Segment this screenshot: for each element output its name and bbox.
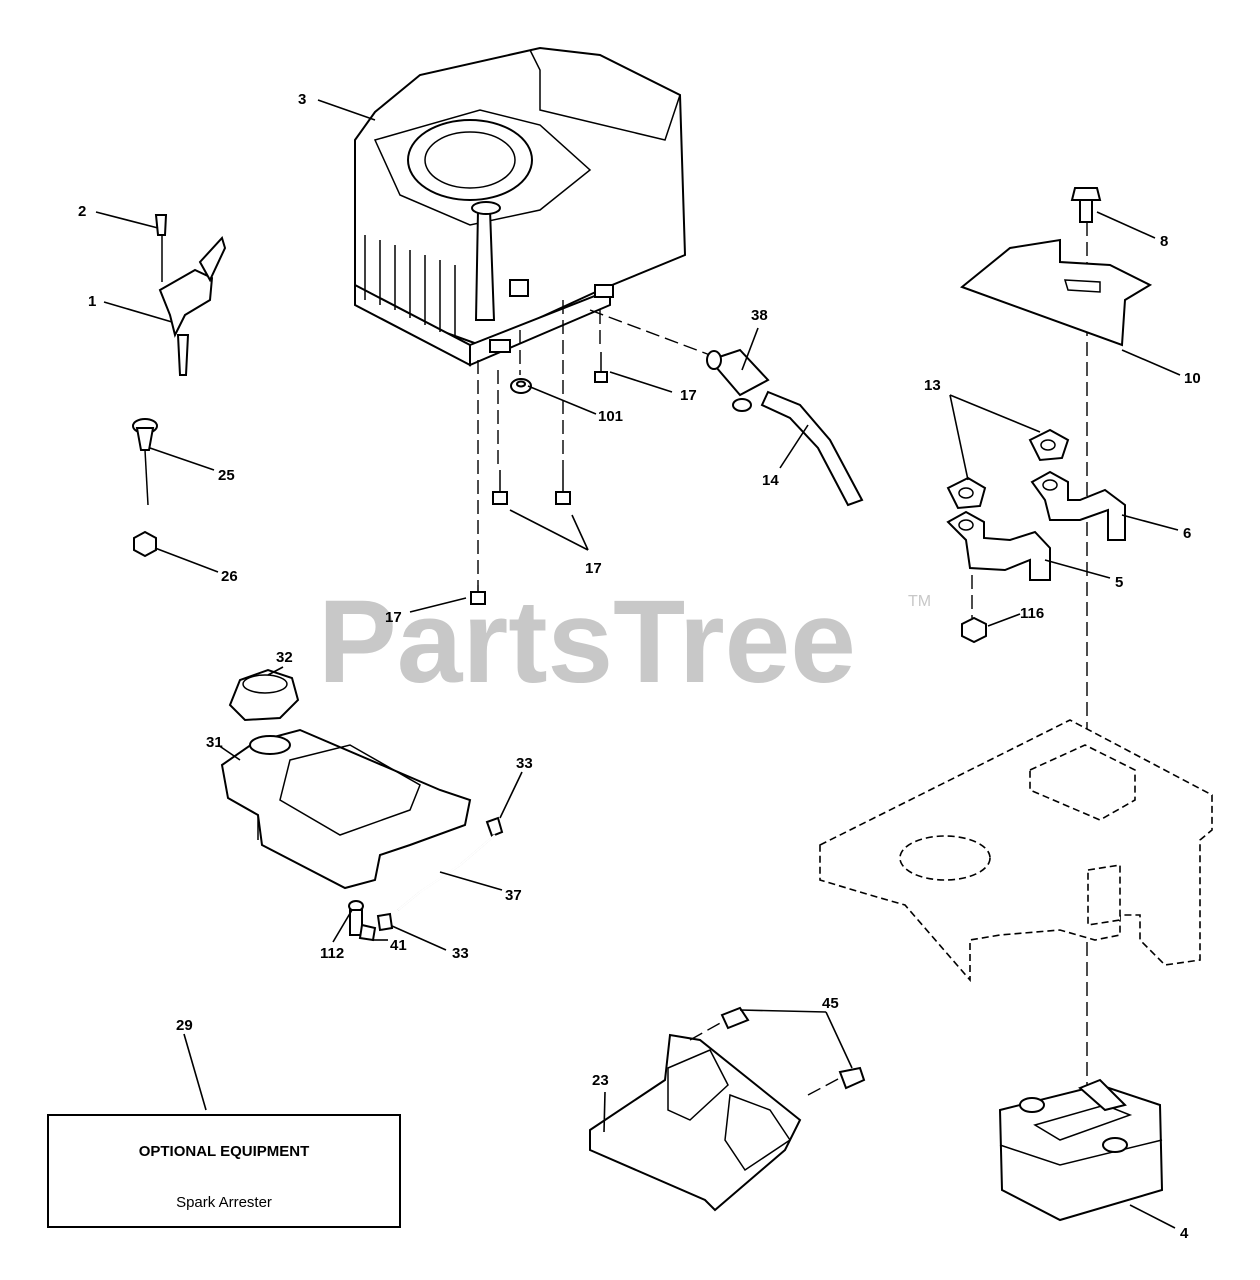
clamp-part-33-lower[interactable]: [376, 912, 394, 932]
watermark-trademark: TM: [908, 593, 931, 610]
gasket-part-13[interactable]: [946, 428, 1070, 510]
callout-6: 6: [1183, 525, 1191, 542]
callout-32: 32: [276, 649, 293, 666]
callout-1: 1: [88, 293, 96, 310]
callout-38: 38: [751, 307, 768, 324]
fuel-tank-part-31[interactable]: [220, 728, 472, 890]
bolt-part-17-middle-left[interactable]: [492, 470, 508, 505]
callout-37: 37: [505, 887, 522, 904]
fitting-part-38[interactable]: [706, 348, 770, 412]
bolt-part-17-middle-right[interactable]: [555, 470, 571, 505]
callout-33-upper: 33: [516, 755, 533, 772]
leader-lines: [95, 99, 1181, 1229]
callout-8: 8: [1160, 233, 1168, 250]
frame-reference: [819, 719, 1213, 983]
bolt-part-8[interactable]: [1070, 187, 1102, 223]
callout-112: 112: [320, 945, 344, 962]
callout-23: 23: [592, 1072, 609, 1089]
callout-13: 13: [924, 377, 941, 394]
optional-equipment-title: OPTIONAL EQUIPMENT: [139, 1143, 310, 1160]
dipstick-part[interactable]: [132, 418, 158, 506]
bolt-part-17-upper[interactable]: [594, 352, 608, 383]
callout-31: 31: [206, 734, 223, 751]
callout-17-upper: 17: [680, 387, 697, 404]
bolt-part-17-lower[interactable]: [470, 585, 486, 605]
callout-10: 10: [1184, 370, 1201, 387]
callout-17-middle: 17: [585, 560, 602, 577]
callout-2: 2: [78, 203, 86, 220]
nut-part-116[interactable]: [961, 616, 987, 644]
callout-41: 41: [390, 937, 407, 954]
exhaust-pipe-part-6[interactable]: [1030, 470, 1126, 541]
heat-shield-part-10[interactable]: [959, 238, 1153, 347]
callout-3: 3: [298, 91, 306, 108]
washer-part-101[interactable]: [510, 378, 532, 394]
bracket-part-23[interactable]: [589, 1033, 802, 1212]
callout-25: 25: [218, 467, 235, 484]
bolt-part-45-upper[interactable]: [689, 1006, 750, 1041]
callout-116: 116: [1020, 605, 1044, 622]
callout-101: 101: [598, 408, 623, 425]
callout-17-lower: 17: [385, 609, 402, 626]
exhaust-pipe-part-5[interactable]: [946, 510, 1051, 581]
optional-equipment-item: Spark Arrester: [176, 1194, 272, 1211]
callout-33-lower: 33: [452, 945, 469, 962]
hose-part-14[interactable]: [760, 390, 864, 507]
fuel-cap-part-32[interactable]: [228, 668, 300, 722]
bolt-part-45-lower[interactable]: [807, 1066, 866, 1096]
callout-29: 29: [176, 1017, 193, 1034]
optional-equipment-box: OPTIONAL EQUIPMENT Spark Arrester: [47, 1114, 401, 1228]
throttle-control-part[interactable]: [154, 214, 227, 376]
engine-part[interactable]: [354, 46, 687, 367]
fuel-line-part-37[interactable]: [397, 834, 496, 911]
callout-26: 26: [221, 568, 238, 585]
clamp-part-41[interactable]: [358, 923, 377, 942]
watermark-brand: PartsTree: [318, 576, 856, 708]
callout-5: 5: [1115, 574, 1123, 591]
nut-part-26[interactable]: [133, 530, 157, 558]
callout-4: 4: [1180, 1225, 1189, 1242]
callout-45: 45: [822, 995, 839, 1012]
callout-14: 14: [762, 472, 779, 489]
muffler-part-4[interactable]: [998, 1078, 1164, 1222]
clamp-part-33-upper[interactable]: [485, 816, 504, 838]
